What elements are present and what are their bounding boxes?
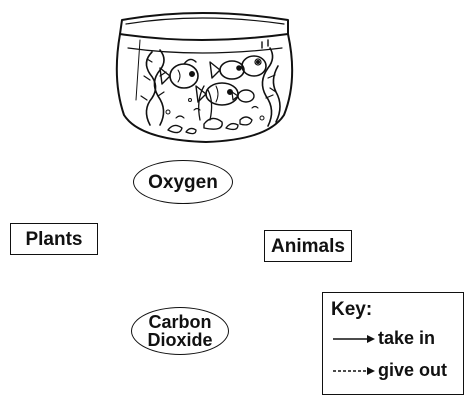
carbon-dioxide-node: Carbon Dioxide bbox=[131, 307, 229, 355]
carbon-label: Carbon bbox=[148, 312, 212, 332]
oxygen-label: Oxygen bbox=[148, 171, 218, 193]
plants-label: Plants bbox=[25, 228, 83, 250]
solid-arrow-icon bbox=[333, 334, 375, 343]
dioxide-label: Dioxide bbox=[147, 330, 213, 350]
take-in-label: take in bbox=[378, 328, 436, 348]
plants-node: Plants bbox=[10, 223, 98, 255]
key-title: Key: bbox=[331, 299, 373, 320]
animals-label: Animals bbox=[271, 235, 345, 257]
give-out-label: give out bbox=[378, 360, 448, 380]
animals-node: Animals bbox=[264, 230, 352, 262]
oxygen-node: Oxygen bbox=[133, 160, 233, 204]
dashed-arrow-icon bbox=[333, 366, 375, 375]
fish-bowl-icon bbox=[115, 12, 294, 143]
key-row-give-out: give out bbox=[331, 360, 447, 381]
key-legend: Key: take in give out bbox=[322, 292, 464, 395]
key-row-take-in: take in bbox=[331, 328, 435, 349]
